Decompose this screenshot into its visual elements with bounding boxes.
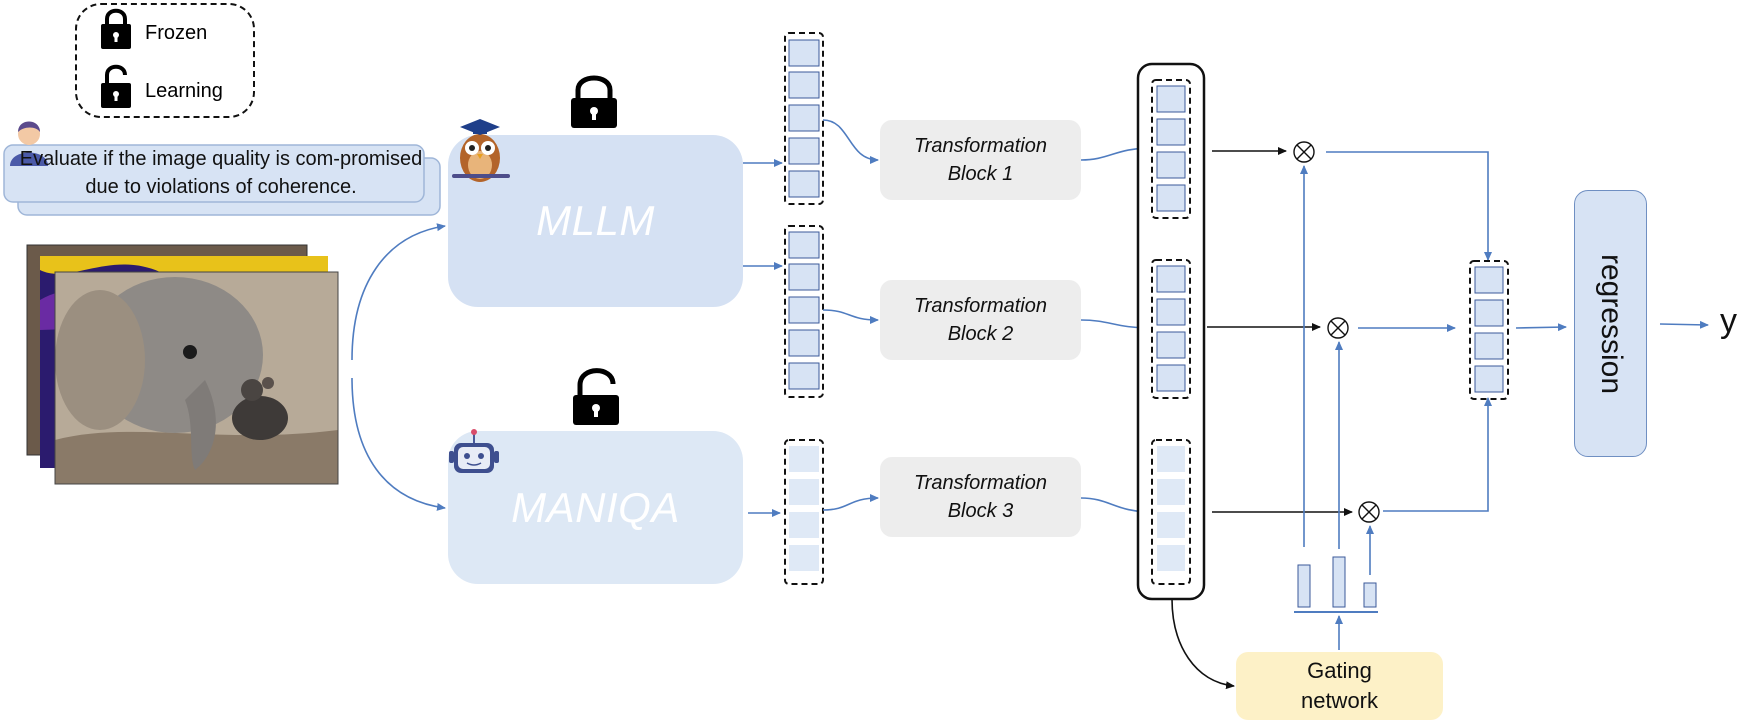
token-column-1 — [784, 32, 824, 205]
feature-group-1 — [1151, 79, 1191, 219]
arrow-mult1-to-fused — [1326, 151, 1492, 261]
transformation-block-3: Transformation Block 3 — [880, 457, 1081, 537]
robot-icon — [449, 429, 499, 473]
transformation-block-1-line2: Block 1 — [947, 163, 1014, 185]
multiply-icon-3 — [1358, 501, 1380, 523]
gating-network: Gating network — [1236, 652, 1443, 720]
owl-graduate-icon — [452, 119, 510, 182]
legend-lock-closed-icon — [101, 8, 131, 49]
arrow-features-to-gating — [1171, 598, 1235, 690]
transformation-block-3-line1: Transformation — [913, 472, 1047, 494]
arrow-regression-to-output — [1659, 320, 1709, 329]
prompt-bubble — [3, 144, 441, 216]
lock-closed-icon — [571, 75, 617, 128]
multiply-icon-2 — [1327, 317, 1349, 339]
mllm-box — [448, 135, 743, 307]
gating-line1: Gating — [1307, 658, 1372, 683]
arrow-fused-to-regression — [1515, 323, 1567, 332]
arrow-tokens3-to-block3 — [822, 494, 879, 511]
transformation-block-1-line1: Transformation — [913, 135, 1047, 157]
regression-box: regression — [1574, 190, 1647, 457]
fused-token-column — [1469, 260, 1509, 400]
user-avatar-icon — [10, 121, 48, 166]
transformation-block-3-line2: Block 3 — [947, 500, 1014, 522]
legend — [75, 3, 255, 118]
feature-group-2 — [1151, 259, 1191, 399]
arrow-tokens2-to-block2 — [822, 309, 879, 324]
transformation-block-2-line1: Transformation — [913, 295, 1047, 317]
transformation-block-2: Transformation Block 2 — [880, 280, 1081, 360]
output-y-label: y — [1720, 302, 1737, 340]
transformation-block-2-line2: Block 2 — [947, 323, 1014, 345]
multiply-icon-1 — [1293, 141, 1315, 163]
legend-learning-label: Learning — [145, 80, 223, 102]
token-column-2 — [784, 225, 824, 398]
legend-frozen-label: Frozen — [145, 22, 208, 44]
transformation-block-1: Transformation Block 1 — [880, 120, 1081, 200]
token-column-3 — [784, 439, 824, 585]
arrow-input-to-mllm — [351, 223, 446, 361]
lock-open-icon — [573, 368, 619, 425]
input-image-stack — [26, 244, 339, 485]
maniqa-box — [448, 431, 743, 584]
gating-line2: network — [1300, 688, 1379, 713]
gating-weight-bars — [1294, 556, 1378, 613]
maniqa-label: MANIQA — [511, 483, 680, 531]
arrow-input-to-maniqa — [351, 377, 446, 511]
arrow-tokens1-to-block1 — [822, 119, 879, 164]
mllm-label: MLLM — [536, 197, 655, 244]
prompt-text: Evaluate if the image quality is com-pro… — [19, 148, 423, 198]
arrow-mult3-to-fused — [1383, 397, 1492, 512]
regression-label: regression — [1594, 253, 1628, 394]
legend-lock-open-icon — [101, 64, 131, 108]
feature-group-3 — [1151, 439, 1191, 585]
